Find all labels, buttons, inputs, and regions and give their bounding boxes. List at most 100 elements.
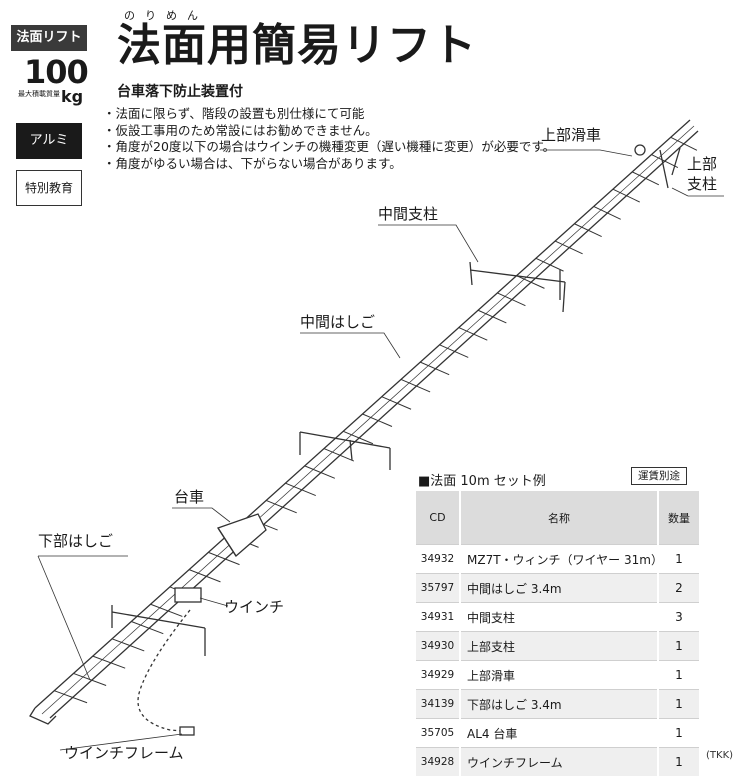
cell-cd: 35705: [416, 718, 461, 748]
notes-list: ・法面に限らず、階段の設置も別仕様にて可能 ・仮設工事用のため常設にはお勧めでき…: [103, 106, 555, 172]
title-ruby: のりめん: [124, 9, 208, 22]
note-item: ・仮設工事用のため常設にはお勧めできません。: [103, 122, 378, 138]
ladder-rung: [54, 690, 88, 704]
category-tag: 法面リフト: [11, 25, 87, 51]
ladder-rung: [670, 136, 698, 151]
table-row: 34139 下部はしご 3.4m 1: [416, 689, 699, 719]
page-title: 法面用簡易リフト: [117, 20, 477, 71]
ladder-rung: [343, 430, 374, 445]
label-cart: 台車: [174, 488, 205, 506]
lower-ladder-foot: [29, 707, 57, 725]
cell-qty: 1: [657, 544, 699, 574]
table-row: 34931 中間支柱 3: [416, 602, 699, 632]
ladder-rung: [458, 327, 488, 341]
ladder-rung: [208, 551, 240, 566]
label-middle-post: 中間支柱: [378, 205, 439, 223]
ladder-rung: [477, 309, 507, 324]
ladder-rung: [574, 223, 602, 238]
cell-qty: 1: [657, 660, 699, 690]
note-item: ・法面に限らず、階段の設置も別仕様にて可能: [103, 106, 365, 121]
ladder-rung: [420, 361, 450, 376]
table-header-row: CD 名称 数量: [416, 491, 699, 545]
label-lower-ladder: 下部はしご: [38, 532, 114, 550]
cell-cd: 34932: [416, 544, 461, 574]
cell-name: MZ7T・ウィンチ（ワイヤー 31m）: [460, 544, 663, 574]
ladder-rung: [593, 206, 621, 220]
cell-qty: 2: [657, 573, 699, 603]
cell-qty: 1: [657, 631, 699, 661]
ladder-rung: [285, 482, 316, 497]
upper-post: [659, 147, 681, 189]
ladder-rung: [612, 188, 640, 203]
label-winch-frame: ウインチフレーム: [64, 744, 184, 762]
ladder-rung: [497, 292, 526, 307]
table-row: 35797 中間はしご 3.4m 2: [416, 573, 699, 603]
table-row: 34930 上部支柱 1: [416, 631, 699, 661]
cell-qty: 1: [657, 747, 699, 776]
cell-qty: 1: [657, 718, 699, 748]
middle-post: [469, 261, 566, 313]
table-row: 34929 上部滑車 1: [416, 660, 699, 690]
parts-table: CD 名称 数量 34932 MZ7T・ウィンチ（ワイヤー 31m） 1 357…: [416, 491, 699, 776]
ladder-rung: [516, 275, 545, 289]
table-row: 35705 AL4 台車 1: [416, 718, 699, 748]
middle-post: [111, 605, 206, 656]
ladder-rung: [651, 154, 679, 168]
parts-table-title: ■法面 10m セット例: [418, 474, 546, 489]
label-winch: ウインチ: [224, 598, 285, 616]
header-cd: CD: [416, 491, 461, 545]
footer-code: (TKK): [706, 750, 734, 761]
ladder-rung: [304, 465, 336, 479]
ladder-rung: [265, 500, 297, 514]
cell-cd: 34929: [416, 660, 461, 690]
header-name: 名称: [460, 491, 658, 545]
capacity-label: 最大積載質量: [18, 90, 60, 98]
upper-pulley-shape: [634, 144, 646, 156]
cell-qty: 1: [657, 689, 699, 719]
page-subtitle: 台車落下防止装置付: [117, 84, 243, 100]
ladder-rung: [111, 638, 145, 652]
cell-name: 上部支柱: [460, 631, 658, 661]
cell-name: 中間はしご 3.4m: [460, 573, 658, 603]
material-tag: アルミ: [16, 123, 82, 159]
note-item: ・角度がゆるい場合は、下がらない場合があります。: [103, 155, 402, 171]
note-item: ・角度が20度以下の場合はウインチの機種変更（遅い機種に変更）が必要です。: [103, 139, 556, 154]
header-qty: 数量: [657, 491, 699, 545]
cell-name: ウインチフレーム: [460, 747, 658, 776]
label-middle-ladder: 中間はしご: [300, 313, 376, 331]
table-row: 34928 ウインチフレーム 1: [416, 747, 699, 776]
cell-cd: 34930: [416, 631, 461, 661]
label-upper-post-1: 上部: [687, 155, 718, 173]
education-tag: 特別教育: [16, 170, 82, 206]
ladder-rung: [400, 378, 431, 393]
ladder-rung: [535, 257, 564, 272]
table-row: 34932 MZ7T・ウィンチ（ワイヤー 31m） 1: [416, 544, 699, 574]
cell-name: 上部滑車: [460, 660, 658, 690]
ladder-rung: [381, 396, 412, 410]
ladder-rung: [323, 448, 355, 462]
shipping-badge: 運賃別途: [631, 467, 687, 485]
capacity-unit: kg: [61, 87, 84, 106]
cell-name: 中間支柱: [460, 602, 658, 632]
cell-name: AL4 台車: [460, 718, 658, 748]
ladder-rung: [150, 603, 183, 617]
label-upper-pulley: 上部滑車: [541, 126, 602, 144]
winch-cable: [137, 609, 196, 733]
label-upper-post-2: 支柱: [687, 175, 718, 193]
ladder-rung: [554, 240, 583, 255]
cell-name: 下部はしご 3.4m: [460, 689, 658, 719]
cell-cd: 34928: [416, 747, 461, 776]
winch-shape: [174, 587, 202, 603]
ladder-rung: [92, 655, 126, 669]
ladder-rung: [439, 344, 469, 358]
cell-qty: 3: [657, 602, 699, 632]
cell-cd: 34931: [416, 602, 461, 632]
ladder-rungs: [54, 136, 698, 704]
ladder-rung: [362, 413, 393, 427]
cart-shape: [217, 513, 267, 557]
ladder-rung: [131, 621, 164, 635]
middle-post: [299, 431, 391, 470]
winch-frame-shape: [179, 726, 195, 736]
cell-cd: 34139: [416, 689, 461, 719]
